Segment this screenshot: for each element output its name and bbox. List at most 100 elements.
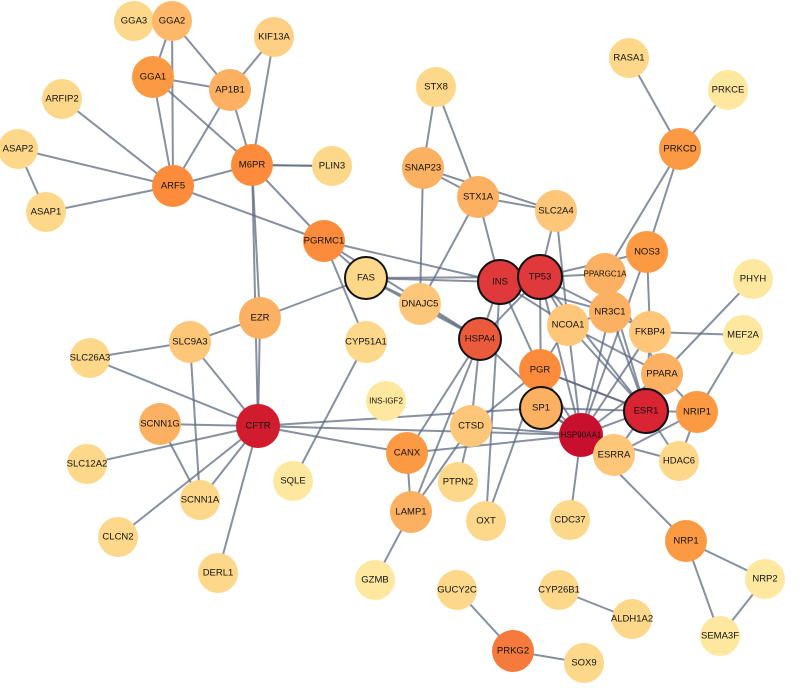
node-kif13a: KIF13A	[254, 17, 294, 57]
edge-cftr-slc12a2	[86, 425, 259, 465]
node-circle	[745, 559, 785, 599]
node-stx8: STX8	[416, 67, 456, 107]
node-label: HDAC6	[663, 456, 695, 467]
node-label: PGR	[530, 365, 551, 376]
node-label: STX1A	[463, 192, 494, 203]
node-label: ALDH1A2	[611, 614, 653, 625]
node-hsp90aa1: HSP90AA1	[559, 413, 603, 457]
node-circle	[466, 501, 506, 541]
edge-hspa4-lamp1	[410, 338, 481, 513]
node-label: PRKCE	[712, 85, 745, 96]
node-label: DNAJC5	[402, 299, 439, 310]
node-label: ARF5	[161, 181, 185, 192]
node-circle	[239, 297, 281, 339]
node-label: PLIN3	[319, 161, 345, 172]
node-circle	[492, 630, 534, 672]
node-label: PHYH	[740, 274, 767, 285]
node-circle	[700, 616, 740, 656]
node-sqle: SQLE	[273, 461, 313, 501]
node-label: ASAP1	[31, 207, 62, 218]
node-sox9: SOX9	[564, 643, 604, 683]
node-label: SLC2A4	[538, 206, 573, 217]
node-circle	[457, 176, 499, 218]
node-circle	[42, 79, 82, 119]
edge-gga2-arf5	[171, 20, 174, 187]
node-aldh1a2: ALDH1A2	[611, 599, 653, 639]
node-asap2: ASAP2	[0, 129, 38, 169]
node-circle	[659, 441, 699, 481]
edge-nos3-hsp90aa1	[580, 251, 648, 436]
node-label: INS	[492, 277, 508, 288]
node-circle	[345, 321, 387, 363]
node-label: ASAP2	[3, 144, 34, 155]
node-label: GZMB	[361, 575, 388, 586]
edge-snap23-dnajc5	[419, 167, 424, 305]
node-label: RASA1	[613, 53, 644, 64]
node-cdc37: CDC37	[550, 500, 590, 540]
node-label: PPARGC1A	[584, 270, 628, 279]
node-circle	[458, 317, 502, 361]
node-label: TP53	[529, 272, 552, 283]
node-ctsd: CTSD	[450, 405, 492, 447]
node-label: SQLE	[280, 476, 305, 487]
node-ncoa1: NCOA1	[547, 304, 589, 346]
node-label: SNAP23	[405, 163, 441, 174]
node-label: OXT	[476, 516, 496, 527]
node-pgr: PGR	[519, 349, 561, 391]
node-circle	[547, 304, 589, 346]
node-circle	[676, 391, 718, 433]
node-gzmb: GZMB	[355, 560, 395, 600]
edge-cftr-canx	[257, 425, 408, 454]
node-label: NRP2	[752, 574, 777, 585]
node-lamp1: LAMP1	[390, 491, 432, 533]
node-sema3f: SEMA3F	[700, 616, 740, 656]
node-circle	[437, 570, 477, 610]
edge-asap1-arf5	[45, 185, 174, 213]
node-slc2a4: SLC2A4	[535, 190, 577, 232]
node-scnn1g: SCNN1G	[139, 403, 181, 445]
node-label: STX8	[424, 82, 448, 93]
node-label: CLCN2	[102, 532, 133, 543]
node-circle	[390, 491, 432, 533]
node-circle	[450, 405, 492, 447]
node-gucy2c: GUCY2C	[437, 570, 477, 610]
node-label: CYP51A1	[345, 337, 387, 348]
node-pgrmc1: PGRMC1	[303, 220, 345, 262]
node-ap1b1: AP1B1	[209, 69, 251, 111]
node-stx1a: STX1A	[457, 176, 499, 218]
node-circle	[236, 404, 280, 448]
node-gga2: GGA2	[152, 1, 192, 41]
node-label: SEMA3F	[701, 631, 739, 642]
node-cftr: CFTR	[236, 404, 280, 448]
node-label: SCNN1A	[181, 495, 220, 506]
node-gga1: GGA1	[132, 56, 174, 98]
node-slc26a3: SLC26A3	[70, 338, 110, 378]
node-scnn1a: SCNN1A	[180, 480, 220, 520]
node-label: SP1	[532, 403, 550, 414]
node-circle	[733, 259, 773, 299]
node-ins: INS	[477, 259, 523, 305]
node-label: PRKG2	[497, 646, 529, 657]
node-circle	[641, 353, 683, 395]
edge-cftr-derl1	[217, 425, 259, 574]
node-circle	[665, 520, 707, 562]
node-label: SLC9A3	[172, 337, 207, 348]
node-dnajc5: DNAJC5	[399, 283, 441, 325]
edge-cftr-sp1	[257, 407, 542, 427]
node-arf5: ARF5	[152, 165, 194, 207]
node-circle	[626, 231, 668, 273]
node-label: ESR1	[634, 406, 659, 417]
node-label: MEF2A	[727, 330, 759, 341]
node-label: CFTR	[245, 421, 270, 432]
node-esrra: ESRRA	[593, 434, 635, 476]
node-fkbp4: FKBP4	[629, 311, 671, 353]
node-hspa4: HSPA4	[458, 317, 502, 361]
node-circle	[180, 480, 220, 520]
node-circle	[98, 517, 138, 557]
node-esr1: ESR1	[623, 388, 669, 434]
node-nos3: NOS3	[626, 231, 668, 273]
node-ins-igf2: INS-IGF2	[366, 381, 406, 421]
node-label: PPARA	[646, 369, 678, 380]
